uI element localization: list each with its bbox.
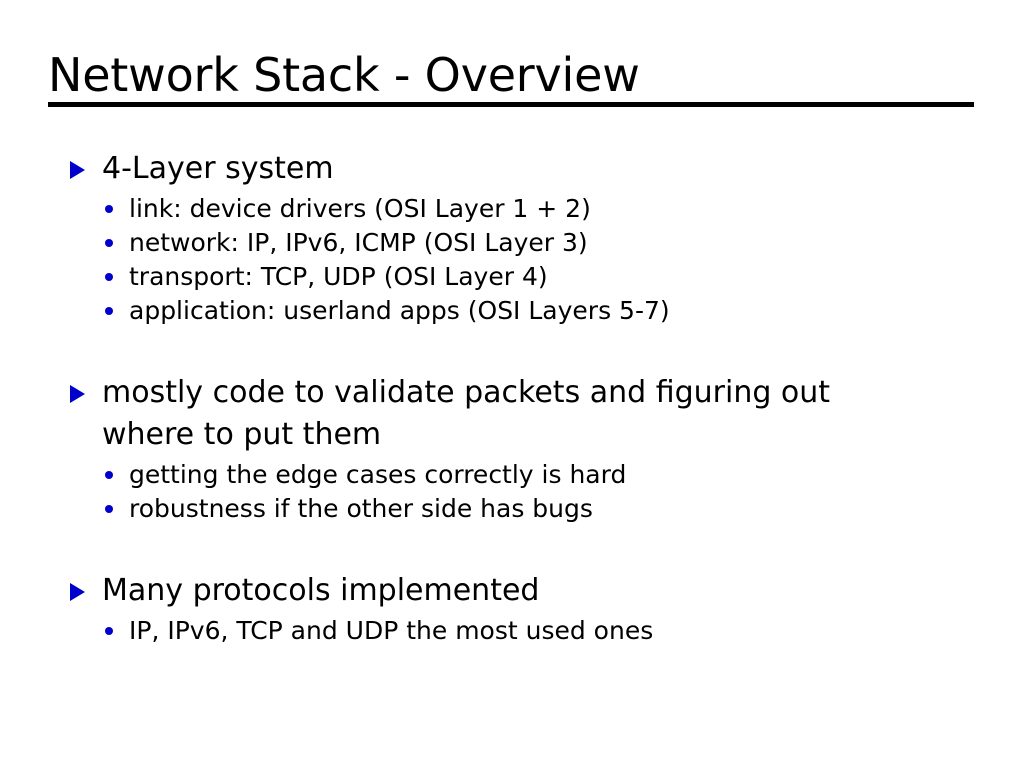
bullet-group: Many protocols implemented IP, IPv6, TCP…	[70, 570, 990, 648]
bullet-level2: IP, IPv6, TCP and UDP the most used ones	[70, 614, 990, 648]
dot-bullet-icon	[105, 294, 129, 315]
bullet-level2: getting the edge cases correctly is hard	[70, 458, 990, 492]
group-spacer	[70, 552, 990, 570]
bullet-level1: mostly code to validate packets and figu…	[70, 372, 990, 456]
bullet-level2: application: userland apps (OSI Layers 5…	[70, 294, 990, 328]
dot-bullet-icon	[105, 260, 129, 281]
bullet-level1-label: Many protocols implemented	[102, 573, 540, 608]
bullet-level2-label: network: IP, IPv6, ICMP (OSI Layer 3)	[129, 228, 588, 257]
title-underline-rule	[48, 102, 974, 107]
bullet-level2-label: getting the edge cases correctly is hard	[129, 460, 627, 489]
bullet-level2-label: application: userland apps (OSI Layers 5…	[129, 296, 670, 325]
bullet-level2-list: IP, IPv6, TCP and UDP the most used ones	[70, 614, 990, 648]
bullet-level2: network: IP, IPv6, ICMP (OSI Layer 3)	[70, 226, 990, 260]
bullet-level2-label: IP, IPv6, TCP and UDP the most used ones	[129, 616, 654, 645]
bullet-group: mostly code to validate packets and figu…	[70, 372, 990, 526]
dot-bullet-icon	[105, 614, 129, 635]
bullet-level1-label: mostly code to validate packets and figu…	[102, 375, 831, 452]
bullet-level2: robustness if the other side has bugs	[70, 492, 990, 526]
title-block: Network Stack - Overview	[48, 48, 974, 107]
bullet-level1: Many protocols implemented	[70, 570, 990, 612]
bullet-level2-label: robustness if the other side has bugs	[129, 494, 593, 523]
bullet-level1-label: 4-Layer system	[102, 151, 334, 186]
bullet-level1: 4-Layer system	[70, 148, 990, 190]
bullet-level2-label: transport: TCP, UDP (OSI Layer 4)	[129, 262, 548, 291]
bullet-level2-list: getting the edge cases correctly is hard…	[70, 458, 990, 526]
triangle-right-bullet-icon	[70, 372, 102, 403]
dot-bullet-icon	[105, 492, 129, 513]
bullet-level2: link: device drivers (OSI Layer 1 + 2)	[70, 192, 990, 226]
slide-body: 4-Layer system link: device drivers (OSI…	[70, 148, 990, 648]
bullet-group: 4-Layer system link: device drivers (OSI…	[70, 148, 990, 328]
page-title: Network Stack - Overview	[48, 48, 640, 102]
group-spacer	[70, 354, 990, 372]
triangle-right-bullet-icon	[70, 570, 102, 601]
dot-bullet-icon	[105, 458, 129, 479]
bullet-level2-label: link: device drivers (OSI Layer 1 + 2)	[129, 194, 591, 223]
triangle-right-bullet-icon	[70, 148, 102, 179]
dot-bullet-icon	[105, 226, 129, 247]
bullet-level2-list: link: device drivers (OSI Layer 1 + 2) n…	[70, 192, 990, 328]
bullet-level2: transport: TCP, UDP (OSI Layer 4)	[70, 260, 990, 294]
dot-bullet-icon	[105, 192, 129, 213]
